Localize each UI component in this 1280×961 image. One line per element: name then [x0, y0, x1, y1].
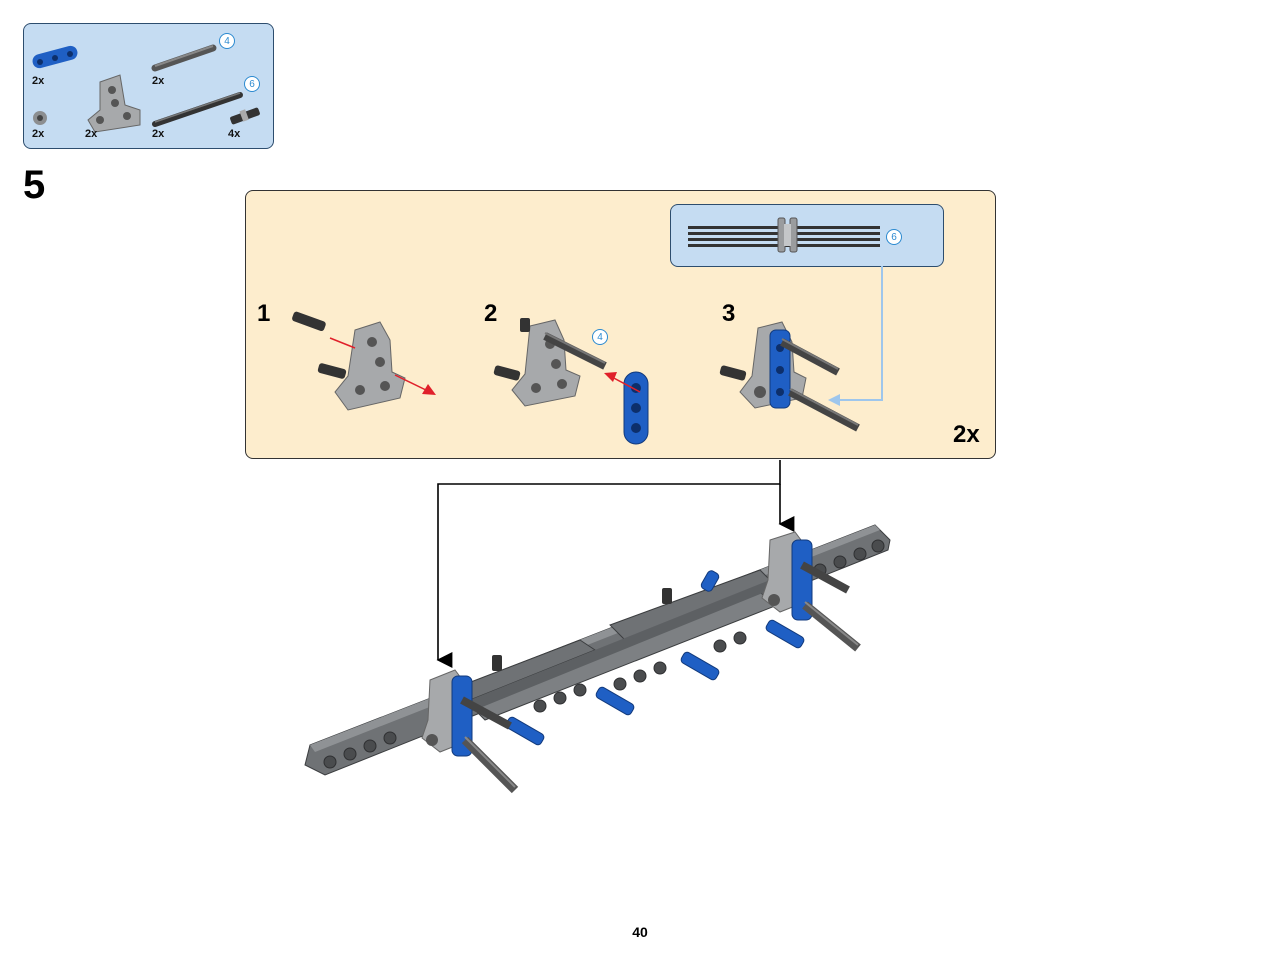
substep-1-illustration: [292, 311, 436, 411]
step-number: 5: [23, 163, 46, 207]
part-axle-6-icon: [152, 92, 243, 127]
substep-multiplier: 2x: [953, 421, 980, 448]
substep-label-3: 3: [722, 300, 736, 327]
part-bush-icon: [33, 111, 47, 125]
qty-bush: 2x: [32, 128, 45, 140]
qty-t-beam: 2x: [85, 128, 98, 140]
part-pin-with-axle-icon: [230, 107, 260, 125]
substep-3-illustration: [719, 321, 860, 432]
callout-axle-6-icon: [688, 217, 880, 253]
part-axle-4-icon: [151, 44, 217, 72]
substep-label-2: 2: [484, 300, 498, 327]
substep-label-1: 1: [257, 300, 271, 327]
page-number: 40: [632, 924, 648, 940]
substep-2-illustration: [493, 318, 649, 445]
length-badge-substep-4: 4: [592, 329, 608, 345]
qty-blue-beam: 2x: [32, 75, 45, 87]
part-t-beam-icon: [87, 74, 141, 133]
main-arrow-left: [436, 460, 781, 668]
length-badge-callout-6: 6: [886, 229, 902, 245]
main-assembly-illustration: [304, 524, 891, 794]
qty-axle-4: 2x: [152, 75, 165, 87]
part-blue-beam-icon: [32, 45, 78, 69]
qty-axle-6: 2x: [152, 128, 165, 140]
qty-pin-with-axle: 4x: [228, 128, 241, 140]
callout-connector-arrow: [830, 266, 883, 401]
length-badge-6: 6: [244, 76, 260, 92]
length-badge-4: 4: [219, 33, 235, 49]
